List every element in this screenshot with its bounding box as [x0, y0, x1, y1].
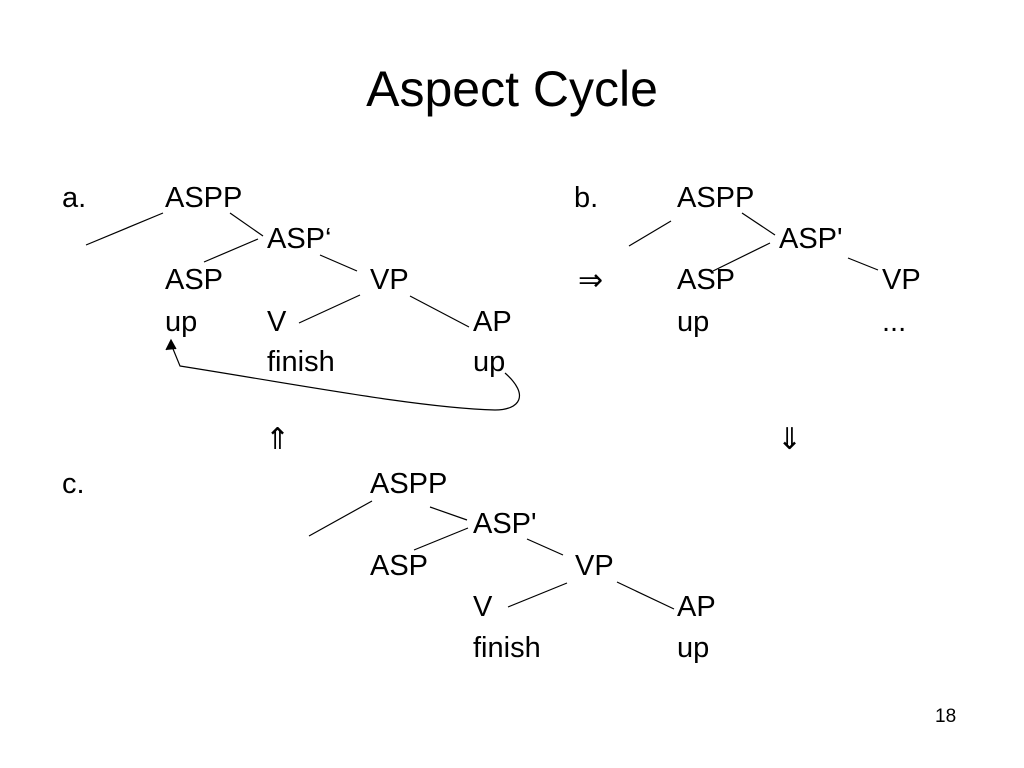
tree-a-verb-word: finish — [267, 346, 335, 378]
tree-c-asp-bar-node: ASP' — [473, 508, 537, 540]
tree-a-asp-bar-node: ASP‘ — [267, 223, 332, 255]
tree-b-vp-content: ... — [882, 306, 907, 338]
branch-b-aspbar-right — [847, 257, 879, 271]
branch-c-aspbar-right — [526, 538, 564, 556]
tree-b-asp-head-word: up — [677, 306, 710, 338]
branch-a-aspbar-left — [203, 238, 259, 263]
branch-c-aspp-left — [308, 500, 373, 537]
tree-c-ap-node: AP — [677, 591, 716, 623]
tree-c-verb-word: finish — [473, 632, 541, 664]
arrow-c-to-a-icon: ⇑ — [265, 422, 291, 457]
tree-a-v-node: V — [267, 306, 287, 338]
tree-c-aspp-node: ASPP — [370, 468, 448, 500]
movement-arrowhead — [165, 338, 177, 351]
branch-a-vp-left — [298, 294, 361, 324]
tree-a-marker: a. — [62, 182, 87, 214]
tree-a-aspp-node: ASPP — [165, 182, 243, 214]
tree-b-aspp-node: ASPP — [677, 182, 755, 214]
tree-b-asp-bar-node: ASP' — [779, 223, 843, 255]
branch-c-vp-left — [507, 582, 568, 608]
tree-c-vp-node: VP — [575, 550, 614, 582]
tree-c-particle-word: up — [677, 632, 710, 664]
branch-c-vp-right — [616, 581, 675, 610]
tree-b-marker: b. — [574, 182, 599, 214]
tree-a-particle-word: up — [473, 346, 506, 378]
tree-c-asp-node: ASP — [370, 550, 429, 582]
tree-a-ap-node: AP — [473, 306, 512, 338]
branch-a-aspp-right — [229, 212, 264, 237]
tree-c-v-node: V — [473, 591, 493, 623]
arrow-a-to-b-icon: ⇒ — [578, 263, 604, 298]
tree-c-marker: c. — [62, 468, 85, 500]
tree-a-asp-head-word: up — [165, 306, 198, 338]
movement-arrow — [170, 343, 520, 411]
branch-c-aspbar-left — [413, 527, 469, 551]
slide-title: Aspect Cycle — [366, 61, 658, 117]
branch-b-aspp-right — [741, 212, 776, 236]
tree-b-vp-node: VP — [882, 264, 921, 296]
branch-b-aspp-left — [628, 220, 672, 247]
tree-a-vp-node: VP — [370, 264, 409, 296]
branch-c-aspp-right — [429, 506, 468, 521]
slide-number: 18 — [935, 706, 957, 727]
arrow-b-to-c-icon: ⇓ — [777, 422, 803, 457]
tree-b-asp-node: ASP — [677, 264, 736, 296]
branch-a-aspp-left — [85, 212, 164, 246]
tree-a-asp-node: ASP — [165, 264, 224, 296]
branch-b-aspbar-left — [712, 242, 771, 272]
branch-a-vp-right — [409, 295, 470, 328]
branch-a-aspbar-right — [319, 254, 358, 272]
